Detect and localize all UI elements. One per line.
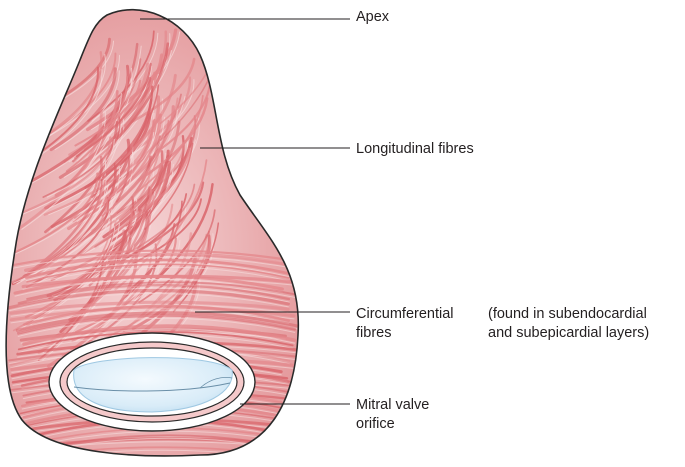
label-layers-note-line2: and subepicardial layers) bbox=[488, 324, 649, 343]
mitral-valve-orifice bbox=[49, 333, 255, 431]
label-mitral-valve-orifice: Mitral valve orifice bbox=[356, 396, 429, 434]
label-circumferential-line2: fibres bbox=[356, 324, 454, 343]
label-layers-note: (found in subendocardial and subepicardi… bbox=[488, 305, 649, 343]
label-mitral-line1: Mitral valve bbox=[356, 396, 429, 415]
label-circumferential-fibres: Circumferential fibres bbox=[356, 305, 454, 343]
label-longitudinal-text: Longitudinal fibres bbox=[356, 141, 474, 157]
label-circumferential-line1: Circumferential bbox=[356, 305, 454, 324]
label-longitudinal-fibres: Longitudinal fibres bbox=[356, 140, 474, 159]
label-layers-note-line1: (found in subendocardial bbox=[488, 305, 649, 324]
label-apex: Apex bbox=[356, 8, 389, 27]
label-apex-text: Apex bbox=[356, 9, 389, 25]
label-mitral-line2: orifice bbox=[356, 415, 429, 434]
